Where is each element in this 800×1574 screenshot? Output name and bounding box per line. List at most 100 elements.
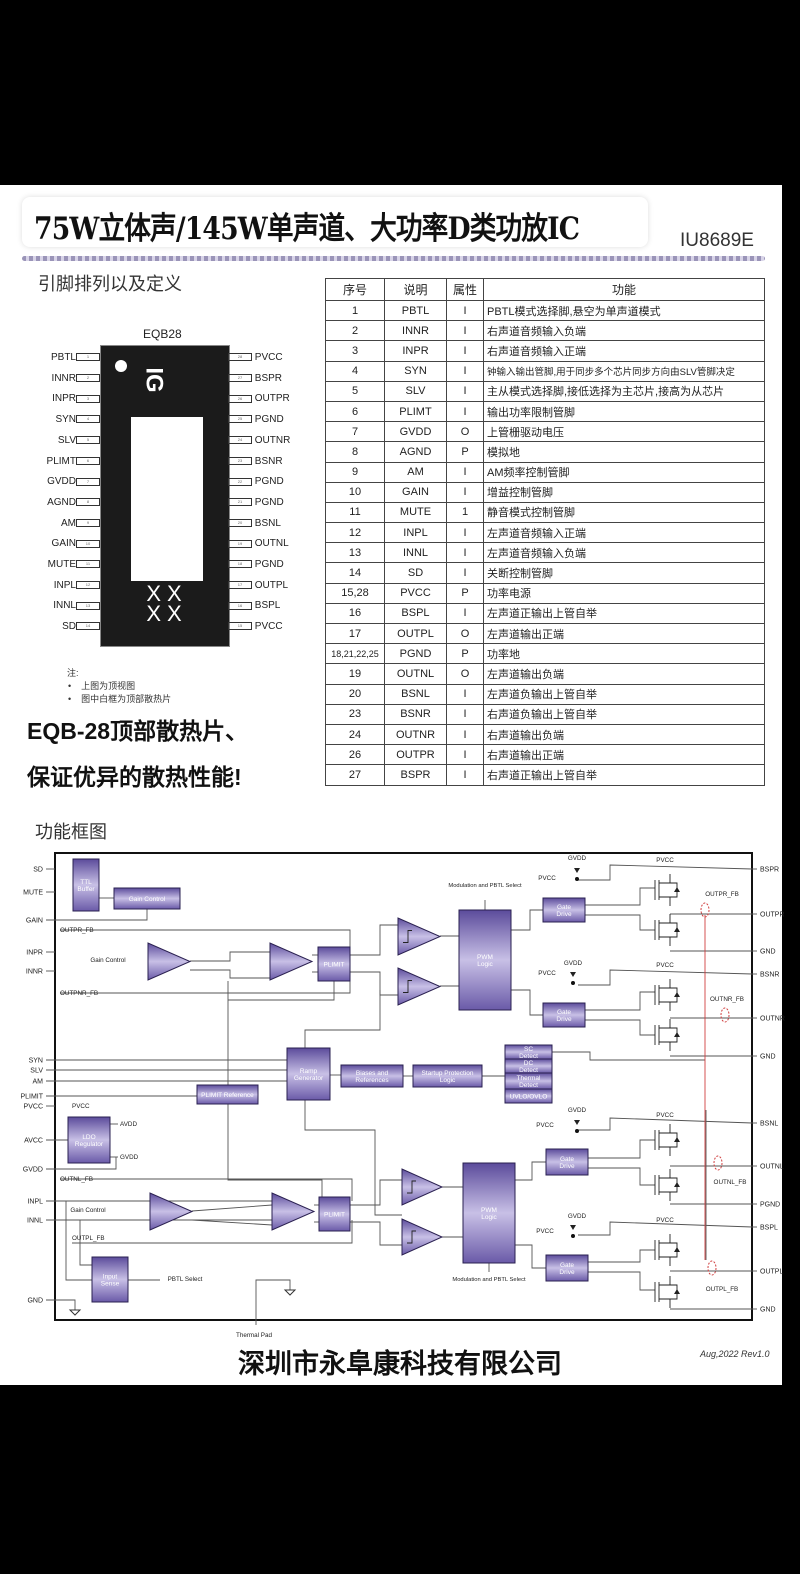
diagram-label: PVCC [656, 962, 674, 969]
pin-name: PVCC [254, 352, 283, 363]
diagram-label: Gain Control [90, 957, 125, 964]
block-gate-drive [542, 897, 586, 923]
pin-label-left: INPR [26, 950, 43, 957]
pin-number: 26 [325, 744, 385, 766]
pin-name: INNL [53, 600, 76, 612]
wire [191, 1204, 273, 1212]
pin-type: I [446, 683, 484, 705]
title-box [22, 197, 648, 247]
block-label: PLIMIT Reference [201, 1092, 254, 1099]
pin-function: 左声道输出负端 [483, 663, 765, 685]
note-item: • 图中白框为顶部散热片 [68, 694, 172, 704]
pin-name: PGND [254, 496, 284, 508]
block-label: PLIMIT [324, 1211, 345, 1218]
pin-name: MUTE [384, 501, 447, 524]
pin-type: I [446, 461, 484, 483]
mosfet-icon [659, 979, 671, 989]
promo-line-1: EQB-28顶部散热片、 [27, 718, 249, 744]
pin-number: 5 [76, 436, 100, 445]
pin-right: 25 PGND [228, 414, 284, 426]
company-name: 深圳市永阜康科技有限公司 [238, 1349, 562, 1380]
chip-code: XX XX [146, 581, 188, 626]
diagram-label: OUTNL_FB [60, 1176, 93, 1183]
pin-type: I [446, 703, 484, 725]
diode-icon [674, 927, 680, 932]
diode-icon [674, 1289, 680, 1294]
diode-icon [674, 887, 680, 892]
diode-icon [674, 1032, 680, 1037]
block-pwm-logic [458, 909, 512, 1011]
diagram-label: Gain Control [70, 1207, 105, 1214]
mosfet-icon [659, 914, 671, 924]
pin-number: 10 [76, 539, 100, 548]
pin-right: 22 PGND [228, 476, 284, 488]
block-label-line: Startup Protection [421, 1070, 473, 1077]
pin-name: INNR [384, 320, 447, 342]
comparator-icon [397, 917, 442, 956]
mosfet-icon [659, 1298, 671, 1308]
block-label-line: Thermal [517, 1075, 541, 1082]
pin-number: 7 [325, 421, 385, 443]
junction-dot [571, 1234, 575, 1238]
pin-function: 左声道输出正端 [483, 622, 765, 645]
diagram-label: Modulation and PBTL Select [452, 1277, 526, 1283]
block-biases-and-references [340, 1064, 404, 1088]
pin-label-left: INPL [27, 1199, 43, 1206]
block-label-line: Gate [557, 904, 571, 911]
pin-label-right: BSPR [760, 867, 779, 874]
pin-right: 21 PGND [228, 497, 284, 509]
pin-function: 功率地 [483, 643, 765, 665]
pin-type: 1 [446, 501, 484, 524]
diagram-label: PBTL Select [168, 1276, 203, 1283]
pin-number: 14 [325, 562, 385, 584]
block-label-line: Drive [559, 1163, 575, 1170]
pin-name: INPR [384, 340, 447, 362]
wire [588, 1139, 655, 1159]
pin-right: 24 OUTNR [228, 435, 290, 447]
pin-number: 28 [228, 353, 252, 362]
pin-right: 28 PVCC [228, 352, 283, 364]
feedback-tap-icon [720, 1007, 730, 1023]
wire [511, 989, 543, 1016]
diagram-label: OUTPL_FB [706, 1286, 739, 1293]
pin-label-right: GND [760, 949, 776, 956]
pin-label-right: PGND [760, 1202, 780, 1209]
wire [350, 924, 398, 956]
hysteresis-icon [407, 1180, 416, 1194]
pin-number: 22 [228, 477, 252, 486]
diagram-label: OUTPR_FB [705, 891, 739, 898]
pin-type: I [446, 481, 484, 503]
hysteresis-icon [407, 1230, 416, 1244]
wire [552, 1051, 705, 1061]
block-pwm-logic [462, 1162, 516, 1264]
col-name: 说明 [384, 278, 447, 301]
pin-number: 14 [76, 622, 100, 631]
diagram-label: PVCC [536, 1122, 554, 1129]
pin-number: 11 [76, 560, 100, 569]
block-label: PLIMIT [324, 961, 345, 968]
pin-label-left: INNR [26, 969, 43, 976]
block-label-line: Biases and [356, 1070, 389, 1077]
pin-function: 右声道音频输入正端 [483, 340, 765, 362]
table-header-row: 序号 说明 属性 功能 [325, 278, 765, 301]
pin-number: 9 [325, 461, 385, 483]
diagram-label: PVCC [656, 1112, 674, 1119]
pin-name: GVDD [384, 421, 447, 443]
pin-name: BSPR [254, 372, 283, 384]
junction-dot [571, 981, 575, 985]
pin-name: AM [61, 517, 76, 529]
pin-name: SLV [384, 380, 447, 402]
note-item: • 上图为顶视图 [68, 681, 136, 691]
